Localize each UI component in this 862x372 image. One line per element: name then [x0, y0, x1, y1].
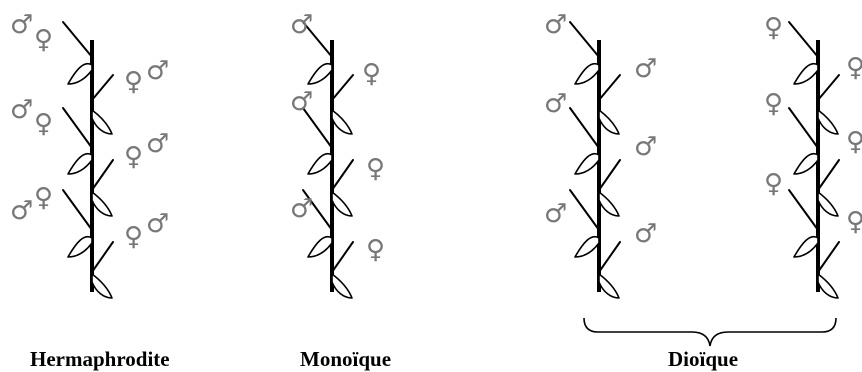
- female-symbol: ♀: [124, 222, 143, 252]
- plant-monoique: [302, 21, 354, 299]
- symbols-hermaphrodite: ♂ ♀ ♂ ♀ ♂ ♀ ♀ ♂ ♀ ♂ ♀ ♂: [10, 10, 169, 252]
- plant-dioique-female: [788, 21, 840, 299]
- female-symbol: ♀: [846, 127, 862, 157]
- male-symbol: ♂: [290, 10, 313, 40]
- plant-dioique-male: [569, 21, 621, 299]
- symbols-dioique-female: ♀ ♀ ♀ ♀ ♀ ♀: [764, 13, 862, 237]
- female-symbol: ♀: [764, 169, 783, 199]
- caption-dioique: Dioïque: [668, 347, 738, 371]
- female-symbol: ♀: [124, 67, 143, 97]
- male-symbol: ♂: [634, 54, 657, 84]
- male-symbol: ♂: [290, 87, 313, 117]
- female-symbol: ♀: [764, 13, 783, 43]
- female-symbol: ♀: [846, 53, 862, 83]
- female-symbol: ♀: [764, 89, 783, 119]
- male-symbol: ♂: [544, 89, 567, 119]
- female-symbol: ♀: [34, 183, 53, 213]
- female-symbol: ♀: [124, 142, 143, 172]
- male-symbol: ♂: [146, 209, 169, 239]
- female-symbol: ♀: [34, 25, 53, 55]
- female-symbol: ♀: [846, 207, 862, 237]
- female-symbol: ♀: [366, 235, 385, 265]
- male-symbol: ♂: [10, 10, 33, 40]
- plant-hermaphrodite: [62, 21, 114, 299]
- male-symbol: ♂: [634, 132, 657, 162]
- male-symbol: ♂: [146, 56, 169, 86]
- male-symbol: ♂: [290, 194, 313, 224]
- dioique-brace: [583, 317, 837, 347]
- female-symbol: ♀: [362, 59, 381, 89]
- symbols-monoique: ♂ ♂ ♂ ♀ ♀ ♀: [290, 10, 385, 265]
- female-symbol: ♀: [366, 154, 385, 184]
- caption-monoique: Monoïque: [300, 347, 391, 371]
- male-symbol: ♂: [146, 129, 169, 159]
- male-symbol: ♂: [10, 95, 33, 125]
- male-symbol: ♂: [544, 199, 567, 229]
- symbols-dioique-male: ♂ ♂ ♂ ♂ ♂ ♂: [544, 10, 657, 249]
- caption-hermaphrodite: Hermaphrodite: [30, 347, 170, 371]
- female-symbol: ♀: [34, 109, 53, 139]
- male-symbol: ♂: [544, 10, 567, 40]
- male-symbol: ♂: [10, 196, 33, 226]
- male-symbol: ♂: [634, 219, 657, 249]
